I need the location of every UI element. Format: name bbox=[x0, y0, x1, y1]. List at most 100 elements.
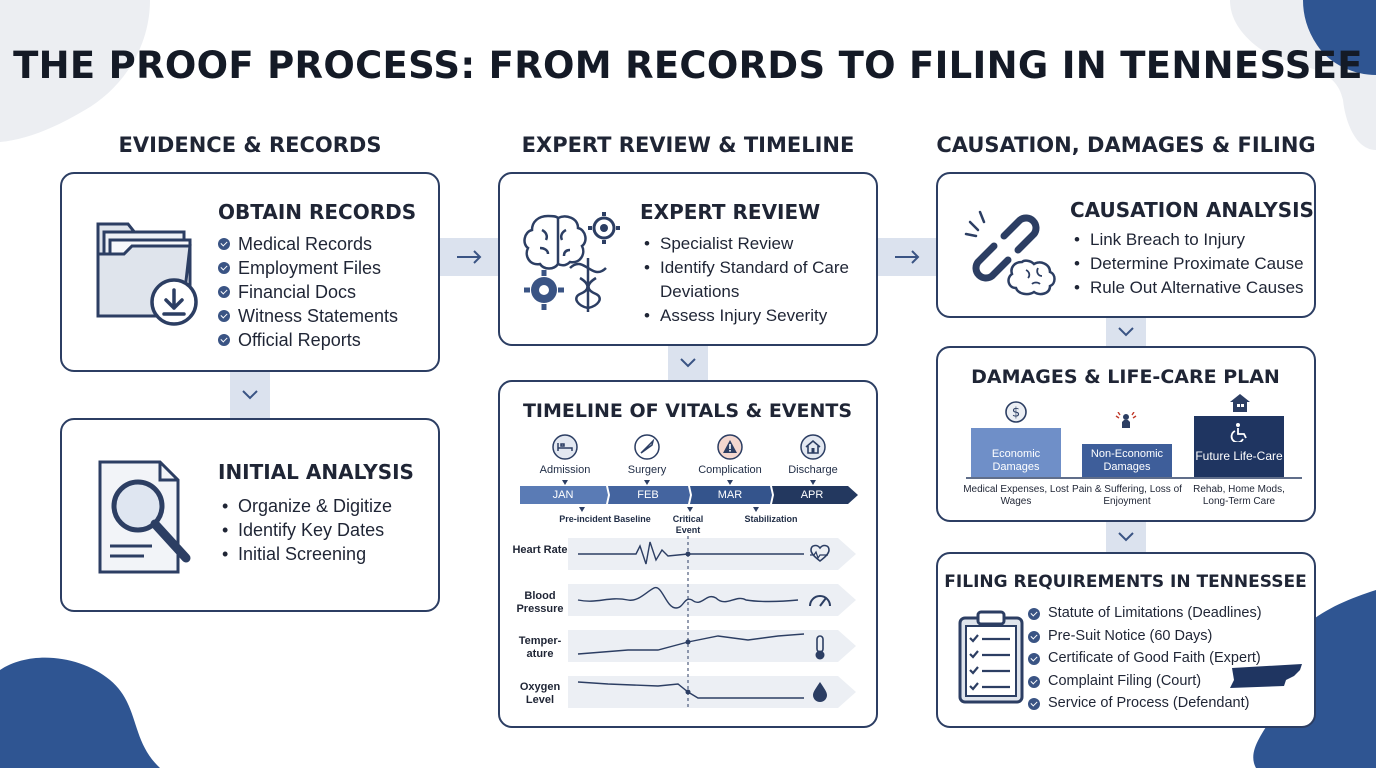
initial-analysis-title: INITIAL ANALYSIS bbox=[218, 460, 414, 484]
obtain-records-title: OBTAIN RECORDS bbox=[218, 200, 417, 224]
chain-brain-icon bbox=[964, 210, 1056, 296]
brain-caduceus-gears-icon bbox=[523, 212, 620, 312]
hospital-bed-icon bbox=[552, 434, 578, 460]
timeline-title: TIMELINE OF VITALS & EVENTS bbox=[522, 400, 853, 422]
month-label: JAN bbox=[552, 489, 574, 501]
damages-bar-noneconomic: Non-Economic Damages bbox=[1082, 444, 1172, 477]
folder-download-icon bbox=[96, 222, 198, 326]
list-item: Identify Key Dates bbox=[218, 518, 392, 542]
heart-icon bbox=[810, 544, 830, 563]
home-icon bbox=[800, 434, 826, 460]
document-magnifier-icon bbox=[98, 460, 191, 574]
list-item: Financial Docs bbox=[218, 280, 398, 304]
marker-pointers bbox=[579, 507, 759, 512]
expert-review-list: Specialist Review Identify Standard of C… bbox=[640, 232, 870, 328]
list-item: Medical Records bbox=[218, 232, 398, 256]
arrow-right-icon bbox=[457, 250, 482, 264]
obtain-records-card: OBTAIN RECORDS Medical Records Employmen… bbox=[60, 172, 440, 372]
tennessee-map-icon bbox=[1230, 664, 1302, 688]
causation-card: CAUSATION ANALYSIS Link Breach to Injury… bbox=[936, 172, 1316, 318]
list-item: Organize & Digitize bbox=[218, 494, 392, 518]
connector-down-2 bbox=[668, 346, 708, 380]
clipboard-checklist-icon bbox=[958, 610, 1024, 704]
list-item: Assess Injury Severity bbox=[640, 304, 870, 328]
column-heading-expert: EXPERT REVIEW & TIMELINE bbox=[521, 133, 855, 157]
house-icon bbox=[1230, 394, 1250, 412]
corner-blob-bottom-left bbox=[0, 657, 160, 768]
list-item: Identify Standard of Care Deviations bbox=[640, 256, 870, 304]
month-label: FEB bbox=[637, 489, 659, 501]
list-item: Witness Statements bbox=[218, 304, 398, 328]
damages-caption: Rehab, Home Mods, Long-Term Care bbox=[1193, 484, 1285, 507]
event-label: Complication bbox=[698, 464, 762, 476]
column-heading-causation: CAUSATION, DAMAGES & FILING bbox=[936, 133, 1316, 157]
vital-label: Oxygen Level bbox=[519, 681, 561, 706]
month-label: MAR bbox=[717, 489, 743, 501]
list-item: Service of Process (Defendant) bbox=[1028, 692, 1262, 715]
page-title: THE PROOF PROCESS: FROM RECORDS TO FILIN… bbox=[13, 44, 1363, 87]
causation-list: Link Breach to Injury Determine Proximat… bbox=[1070, 228, 1304, 300]
list-item: Official Reports bbox=[218, 328, 398, 352]
warning-icon bbox=[717, 434, 743, 460]
list-item: Statute of Limitations (Deadlines) bbox=[1028, 602, 1262, 625]
initial-analysis-card: INITIAL ANALYSIS Organize & Digitize Ide… bbox=[60, 418, 440, 612]
filing-title: FILING REQUIREMENTS IN TENNESSEE bbox=[944, 572, 1307, 592]
month-label: APR bbox=[800, 489, 824, 501]
list-item: Initial Screening bbox=[218, 542, 392, 566]
damages-card: DAMAGES & LIFE-CARE PLAN $ Economic Dama… bbox=[936, 346, 1316, 522]
chevron-down-icon bbox=[680, 358, 696, 368]
corner-blob-top-right bbox=[1230, 0, 1376, 150]
list-item: Determine Proximate Cause bbox=[1070, 252, 1304, 276]
corner-blob-top-left bbox=[0, 0, 150, 142]
connector-right-1 bbox=[440, 238, 498, 276]
filing-list: Statute of Limitations (Deadlines) Pre-S… bbox=[1028, 602, 1262, 715]
event-label: Discharge bbox=[788, 464, 838, 476]
gauge-icon bbox=[809, 595, 831, 607]
obtain-records-list: Medical Records Employment Files Financi… bbox=[218, 232, 398, 352]
event-pointers bbox=[562, 480, 816, 485]
connector-right-2 bbox=[878, 238, 936, 276]
event-label: Surgery bbox=[627, 464, 667, 476]
marker-label: Pre-incident Baseline bbox=[559, 514, 651, 524]
damages-caption: Medical Expenses, Lost Wages bbox=[963, 484, 1069, 507]
vital-label: Temper-ature bbox=[518, 635, 562, 660]
timeline-card: TIMELINE OF VITALS & EVENTS Admission Su… bbox=[498, 380, 878, 728]
list-item: Employment Files bbox=[218, 256, 398, 280]
damages-caption: Pain & Suffering, Loss of Enjoyment bbox=[1072, 484, 1182, 507]
wheelchair-icon bbox=[1230, 423, 1247, 442]
list-item: Specialist Review bbox=[640, 232, 870, 256]
filing-card: FILING REQUIREMENTS IN TENNESSEE Statute… bbox=[936, 552, 1316, 728]
month-ribbon bbox=[520, 486, 858, 504]
list-item: Link Breach to Injury bbox=[1070, 228, 1304, 252]
distress-icon bbox=[1115, 412, 1137, 428]
list-item: Complaint Filing (Court) bbox=[1028, 670, 1262, 693]
connector-down-4 bbox=[1106, 522, 1146, 552]
vital-label: Blood Pressure bbox=[516, 590, 564, 615]
vital-label: Heart Rate bbox=[512, 544, 568, 556]
causation-title: CAUSATION ANALYSIS bbox=[1070, 198, 1314, 222]
dollar-icon: $ bbox=[1005, 401, 1027, 423]
marker-label: Critical Event bbox=[672, 514, 704, 535]
damages-baseline bbox=[966, 477, 1302, 479]
initial-analysis-list: Organize & Digitize Identify Key Dates I… bbox=[218, 494, 392, 566]
connector-down-1 bbox=[230, 372, 270, 418]
event-label: Admission bbox=[539, 464, 591, 476]
expert-review-card: EXPERT REVIEW Specialist Review Identify… bbox=[498, 172, 878, 346]
damages-bar-economic: Economic Damages bbox=[971, 428, 1061, 477]
scalpel-icon bbox=[634, 434, 660, 460]
damages-title: DAMAGES & LIFE-CARE PLAN bbox=[971, 366, 1280, 388]
chevron-down-icon bbox=[242, 390, 258, 400]
svg-text:$: $ bbox=[1012, 406, 1020, 421]
list-item: Rule Out Alternative Causes bbox=[1070, 276, 1304, 300]
connector-down-3 bbox=[1106, 318, 1146, 346]
drop-icon bbox=[813, 682, 827, 702]
arrow-right-icon bbox=[895, 250, 920, 264]
list-item: Certificate of Good Faith (Expert) bbox=[1028, 647, 1262, 670]
chevron-down-icon bbox=[1118, 327, 1134, 337]
expert-review-title: EXPERT REVIEW bbox=[640, 200, 821, 224]
vitals-chart bbox=[568, 536, 856, 710]
chevron-down-icon bbox=[1118, 532, 1134, 542]
list-item: Pre-Suit Notice (60 Days) bbox=[1028, 625, 1262, 648]
marker-label: Stabilization bbox=[744, 514, 798, 524]
column-heading-evidence: EVIDENCE & RECORDS bbox=[118, 133, 382, 157]
